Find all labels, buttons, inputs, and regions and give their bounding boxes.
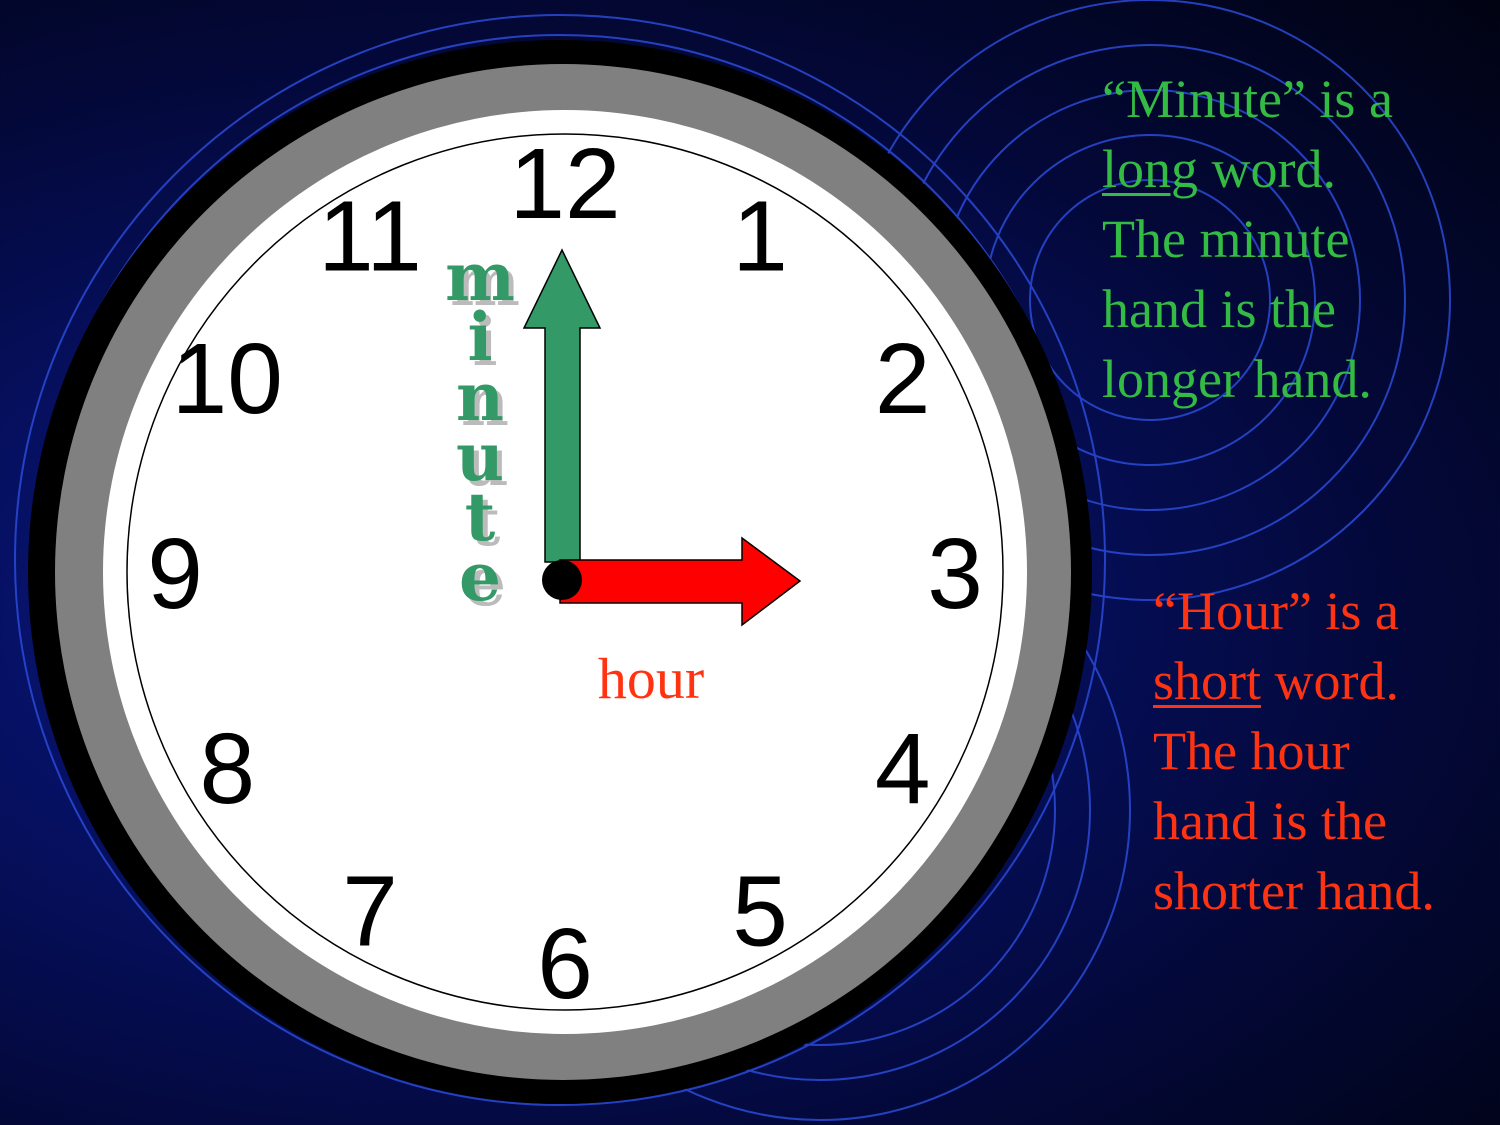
- numeral-9: 9: [147, 518, 203, 630]
- minute-hand: [522, 248, 602, 563]
- numeral-6: 6: [537, 908, 593, 1020]
- minute-explanation: “Minute” is a long word. The minute hand…: [1102, 64, 1393, 414]
- minute-letter: e: [459, 538, 501, 616]
- minute-letter: n: [456, 358, 504, 436]
- hour-caption-line-2: short word.: [1153, 651, 1399, 711]
- minute-letter-shadow: i: [472, 303, 497, 381]
- numeral-3: 3: [927, 518, 983, 630]
- hour-explanation: “Hour” is a short word. The hour hand is…: [1153, 576, 1435, 926]
- hour-caption-line-4: hand is the: [1153, 791, 1387, 851]
- minute-letter: u: [456, 418, 504, 496]
- hour-caption-line-3: The hour: [1153, 721, 1350, 781]
- minute-letter: m: [445, 238, 515, 316]
- hand-pivot: [542, 560, 582, 600]
- minute-caption-line-4: hand is the: [1102, 279, 1336, 339]
- minute-caption-line-3: The minute: [1102, 209, 1350, 269]
- numeral-12: 12: [509, 128, 620, 240]
- clock-numerals: 12 12 3 45 6 78 9 10 11: [147, 128, 983, 1020]
- minute-letter-shadow: m: [450, 243, 520, 321]
- minute-letter-shadow: e: [464, 543, 506, 621]
- numeral-1: 1: [732, 180, 788, 292]
- short-emphasis: short: [1153, 651, 1261, 711]
- numeral-11: 11: [318, 180, 422, 292]
- minute-letter-shadow: t: [470, 483, 501, 561]
- minute-letter: t: [465, 478, 496, 556]
- hour-caption-line-5: shorter hand.: [1153, 861, 1435, 921]
- numeral-10: 10: [172, 323, 283, 435]
- minute-letter: i: [467, 298, 492, 376]
- minute-caption-line-2: long word.: [1102, 139, 1336, 199]
- hour-caption-line-1: “Hour” is a: [1153, 581, 1399, 641]
- minute-caption-line-5: longer hand.: [1102, 349, 1372, 409]
- minute-letter-shadow: u: [461, 423, 509, 501]
- numeral-2: 2: [875, 323, 931, 435]
- clock-inner-ring: [126, 133, 1004, 1011]
- minute-letter-shadow: n: [461, 363, 509, 441]
- hour-hand-label: hour: [598, 646, 704, 711]
- numeral-8: 8: [199, 713, 255, 825]
- numeral-7: 7: [342, 856, 398, 968]
- long-emphasis: long: [1102, 139, 1199, 199]
- minute-caption-line-1: “Minute” is a: [1102, 69, 1393, 129]
- hour-hand: [559, 536, 802, 627]
- numeral-4: 4: [875, 713, 931, 825]
- numeral-5: 5: [732, 856, 788, 968]
